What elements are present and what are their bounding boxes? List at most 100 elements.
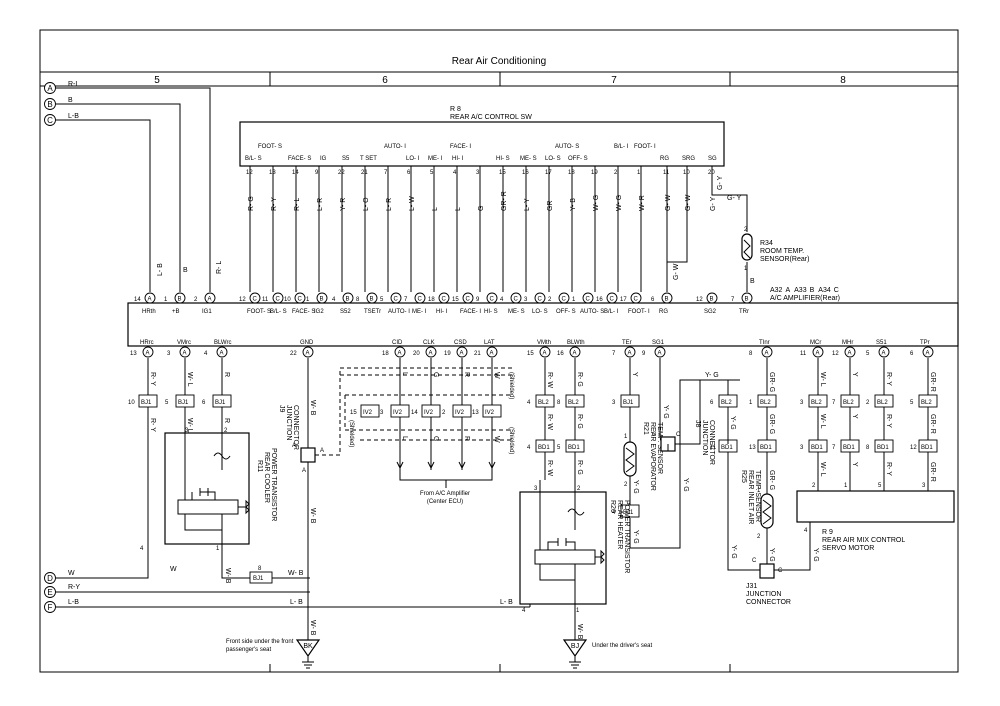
svg-text:8: 8 xyxy=(749,351,753,357)
r8-wire-20: G- Y xyxy=(710,196,717,211)
svg-text:Y- G: Y- G xyxy=(730,545,737,559)
amp-bottom-label-2: BLWrc xyxy=(214,340,231,346)
svg-text:A: A xyxy=(302,468,306,474)
amp-bottom-pin-7 xyxy=(486,346,498,358)
r8-label-10: HI- I xyxy=(452,156,464,162)
bd1-mid-1: BD1 xyxy=(568,445,580,451)
svg-text:R- Y: R- Y xyxy=(149,418,156,432)
svg-text:G: G xyxy=(432,372,439,377)
amp-top-label-21: SG2 xyxy=(704,309,717,315)
svg-text:2: 2 xyxy=(812,483,816,489)
svg-text:12: 12 xyxy=(910,445,917,451)
rear-evaporator-temp-sensor-r21: 1 2 R21 REAR EVAPORATOR TEMP. SENSOR xyxy=(623,422,663,491)
amp-top-label-15: LO- S xyxy=(532,309,548,315)
svg-text:2: 2 xyxy=(194,297,198,303)
r8-pin-16: 2 xyxy=(614,170,618,176)
bl2-mid-1: BL2 xyxy=(568,400,579,406)
svg-text:POWER TRANSISTOR: POWER TRANSISTOR xyxy=(623,500,630,573)
svg-text:R- W: R- W xyxy=(546,372,553,388)
amp-top-label-6: IG2 xyxy=(314,309,324,315)
svg-text:W- L: W- L xyxy=(186,418,193,433)
svg-text:9: 9 xyxy=(642,351,646,357)
bd1-right-0: BD1 xyxy=(721,445,733,451)
amp-top-pin-21 xyxy=(706,292,718,304)
svg-text:A: A xyxy=(882,351,886,357)
bj1-left-0: BJ1 xyxy=(141,400,152,406)
amp-bottom-pin-10 xyxy=(624,346,636,358)
r8-label-12: ME- S xyxy=(520,156,537,162)
svg-text:R- G: R- G xyxy=(576,372,583,387)
svg-text:C: C xyxy=(442,297,447,303)
amp-top-label-12: FACE- I xyxy=(460,309,481,315)
rear-ac-control-switch xyxy=(239,121,725,167)
svg-text:TEMP. SENSOR: TEMP. SENSOR xyxy=(656,422,663,474)
bj1-left-1: BJ1 xyxy=(178,400,189,406)
amp-bottom-label-0: HRrc xyxy=(140,340,154,346)
svg-text:B: B xyxy=(745,297,749,303)
amp-top-pin-1 xyxy=(174,292,186,304)
svg-text:L-B: L-B xyxy=(68,599,79,606)
r8-pin-17: 1 xyxy=(637,170,641,176)
svg-text:C: C xyxy=(276,297,281,303)
svg-text:A: A xyxy=(765,351,769,357)
amp-top-label-19: FOOT- I xyxy=(628,309,650,315)
r8-wire-19: G- W xyxy=(685,194,692,211)
svg-text:Y- G: Y- G xyxy=(768,548,775,562)
svg-text:B: B xyxy=(665,297,669,303)
svg-text:R25: R25 xyxy=(740,470,747,483)
svg-text:3: 3 xyxy=(534,486,538,492)
svg-text:W- B: W- B xyxy=(309,620,316,636)
svg-text:A: A xyxy=(320,448,324,454)
svg-text:3: 3 xyxy=(800,445,804,451)
svg-text:3: 3 xyxy=(167,351,171,357)
svg-text:(Shielded): (Shielded) xyxy=(508,372,514,399)
amp-top-label-3: FOOT- S xyxy=(247,309,271,315)
svg-text:4: 4 xyxy=(527,445,531,451)
svg-text:14: 14 xyxy=(134,297,141,303)
amp-bottom-pin-5 xyxy=(425,346,437,358)
svg-text:4: 4 xyxy=(612,510,616,516)
amp-bottom-label-15: S51 xyxy=(876,340,887,346)
svg-text:R21: R21 xyxy=(642,422,649,435)
svg-text:C: C xyxy=(298,297,303,303)
r8-pin-4: 22 xyxy=(338,170,345,176)
r8-name: REAR A/C CONTROL SW xyxy=(450,114,532,121)
rear-air-mix-servo-motor-r9 xyxy=(796,490,955,523)
room-temp-sensor-r34: 2 1 R34 ROOM TEMP. SENSOR(Rear) B xyxy=(741,227,809,285)
amp-bottom-pin-2 xyxy=(216,346,228,358)
shield-lines xyxy=(315,367,512,456)
svg-text:Y: Y xyxy=(851,414,858,419)
svg-text:C: C xyxy=(514,297,519,303)
svg-text:C: C xyxy=(490,297,495,303)
svg-text:1: 1 xyxy=(576,608,580,614)
bj1-left-2: BJ1 xyxy=(215,400,226,406)
svg-text:3: 3 xyxy=(380,410,384,416)
r8-pin-2: 14 xyxy=(292,170,299,176)
svg-text:10: 10 xyxy=(284,297,291,303)
svg-text:A: A xyxy=(208,297,212,303)
amp-bottom-label-6: CSD xyxy=(454,340,467,346)
left-connector-a: A R-L xyxy=(44,81,79,94)
amp-top-label-18: B/L- I xyxy=(604,309,619,315)
svg-text:R- Y: R- Y xyxy=(885,462,892,476)
svg-text:L- B: L- B xyxy=(157,263,164,276)
r8-pin-15: 19 xyxy=(591,170,598,176)
svg-text:C: C xyxy=(47,116,53,125)
amp-top-pin-0 xyxy=(144,292,156,304)
svg-text:R- W: R- W xyxy=(546,414,553,430)
svg-text:2: 2 xyxy=(866,400,870,406)
amp-bottom-label-10: TEr xyxy=(622,340,632,346)
svg-text:REAR EVAPORATOR: REAR EVAPORATOR xyxy=(649,422,656,491)
svg-text:Y: Y xyxy=(851,462,858,467)
svg-text:passenger's seat: passenger's seat xyxy=(226,647,272,653)
amp-bottom-pin-9 xyxy=(569,346,581,358)
svg-text:R: R xyxy=(223,418,230,423)
bd1-right-2: BD1 xyxy=(811,445,823,451)
svg-text:SENSOR(Rear): SENSOR(Rear) xyxy=(760,256,809,263)
svg-text:CONNECTOR: CONNECTOR xyxy=(708,420,715,465)
svg-text:B: B xyxy=(370,297,374,303)
sg-wire xyxy=(711,170,748,292)
